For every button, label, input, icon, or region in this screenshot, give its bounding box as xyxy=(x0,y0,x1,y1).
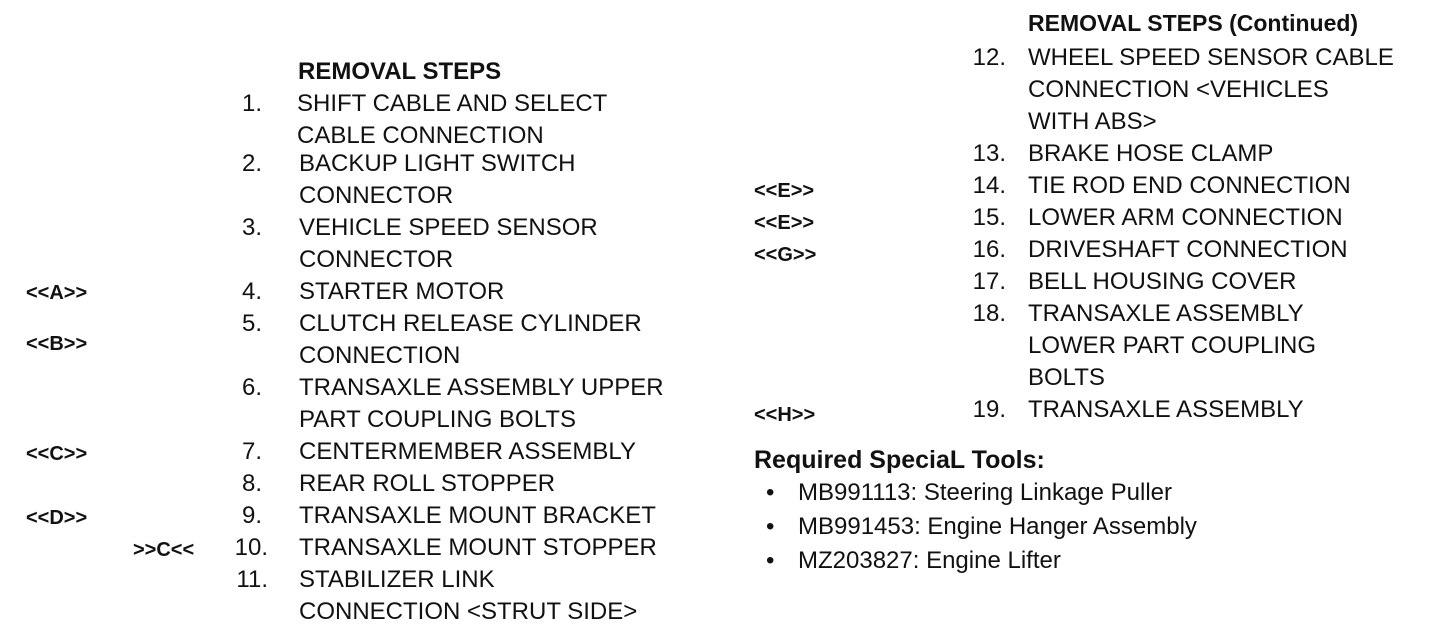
step-number: 14. xyxy=(972,172,1006,199)
step-text: CENTERMEMBER ASSEMBLY xyxy=(299,438,636,465)
step-text: TRANSAXLE MOUNT BRACKET xyxy=(299,502,656,529)
marker-g: <<G>> xyxy=(754,244,817,266)
step-number: 4. xyxy=(241,278,262,305)
step-text: TRANSAXLE ASSEMBLY xyxy=(1028,396,1304,423)
step-text: CONNECTION <VEHICLES xyxy=(1028,76,1329,103)
step-text: CONNECTOR xyxy=(299,182,454,209)
step-text: BOLTS xyxy=(1028,364,1105,391)
special-tools-heading: Required SpeciaL Tools: xyxy=(754,446,1045,474)
bullet-icon: • xyxy=(766,547,775,574)
step-number: 12. xyxy=(972,44,1006,71)
removal-steps-continued-heading: REMOVAL STEPS (Continued) xyxy=(1028,10,1359,36)
step-text: CABLE CONNECTION xyxy=(297,122,544,149)
step-text: WITH ABS> xyxy=(1028,108,1157,135)
step-text: WHEEL SPEED SENSOR CABLE xyxy=(1028,44,1394,71)
marker-e: <<E>> xyxy=(754,212,815,234)
step-text: BACKUP LIGHT SWITCH xyxy=(299,150,576,177)
tool-text: MB991113: Steering Linkage Puller xyxy=(798,479,1173,506)
step-text: STABILIZER LINK xyxy=(299,566,495,593)
step-number: 2. xyxy=(241,150,262,177)
step-text: CONNECTOR xyxy=(299,246,454,273)
step-number: 18. xyxy=(972,300,1006,327)
bullet-icon: • xyxy=(766,479,775,506)
step-text: REAR ROLL STOPPER xyxy=(299,470,556,497)
install-marker-c: >>C<< xyxy=(133,539,195,561)
marker-b: <<B>> xyxy=(26,333,88,355)
step-number: 11. xyxy=(236,566,268,593)
step-text: VEHICLE SPEED SENSOR xyxy=(299,214,598,241)
step-text: BELL HOUSING COVER xyxy=(1028,268,1297,295)
step-number: 15. xyxy=(972,204,1006,231)
step-text: CONNECTION <STRUT SIDE> xyxy=(299,598,638,625)
step-number: 13. xyxy=(972,140,1006,167)
step-number: 9. xyxy=(241,502,262,529)
step-number: 10. xyxy=(234,534,268,561)
step-text: BRAKE HOSE CLAMP xyxy=(1028,140,1274,167)
removal-steps-heading: REMOVAL STEPS xyxy=(298,58,502,85)
marker-c: <<C>> xyxy=(26,443,88,465)
step-text: TRANSAXLE ASSEMBLY UPPER xyxy=(299,374,664,401)
step-number: 8. xyxy=(241,470,262,497)
marker-a: <<A>> xyxy=(26,282,88,304)
tool-text: MB991453: Engine Hanger Assembly xyxy=(798,513,1197,540)
step-text: LOWER PART COUPLING xyxy=(1028,332,1317,359)
step-text: CLUTCH RELEASE CYLINDER xyxy=(299,310,642,337)
step-number: 3. xyxy=(241,214,262,241)
step-text: CONNECTION xyxy=(299,342,461,369)
step-number: 19. xyxy=(972,396,1006,423)
step-number: 17. xyxy=(972,268,1006,295)
step-number: 5. xyxy=(241,310,262,337)
step-text: SHIFT CABLE AND SELECT xyxy=(297,90,608,117)
step-text: TRANSAXLE MOUNT STOPPER xyxy=(299,534,657,561)
step-number: 6. xyxy=(241,374,262,401)
step-number: 7. xyxy=(241,438,262,465)
tool-text: MZ203827: Engine Lifter xyxy=(798,547,1061,574)
bullet-icon: • xyxy=(766,513,775,540)
marker-h: <<H>> xyxy=(754,404,816,426)
step-text: LOWER ARM CONNECTION xyxy=(1028,204,1343,231)
marker-e: <<E>> xyxy=(754,180,815,202)
marker-d: <<D>> xyxy=(26,507,88,529)
step-text: TIE ROD END CONNECTION xyxy=(1028,172,1351,199)
step-number: 16. xyxy=(972,236,1006,263)
step-text: STARTER MOTOR xyxy=(299,278,505,305)
step-text: PART COUPLING BOLTS xyxy=(299,406,576,433)
step-text: TRANSAXLE ASSEMBLY xyxy=(1028,300,1304,327)
step-number: 1. xyxy=(241,90,262,117)
step-text: DRIVESHAFT CONNECTION xyxy=(1028,236,1348,263)
